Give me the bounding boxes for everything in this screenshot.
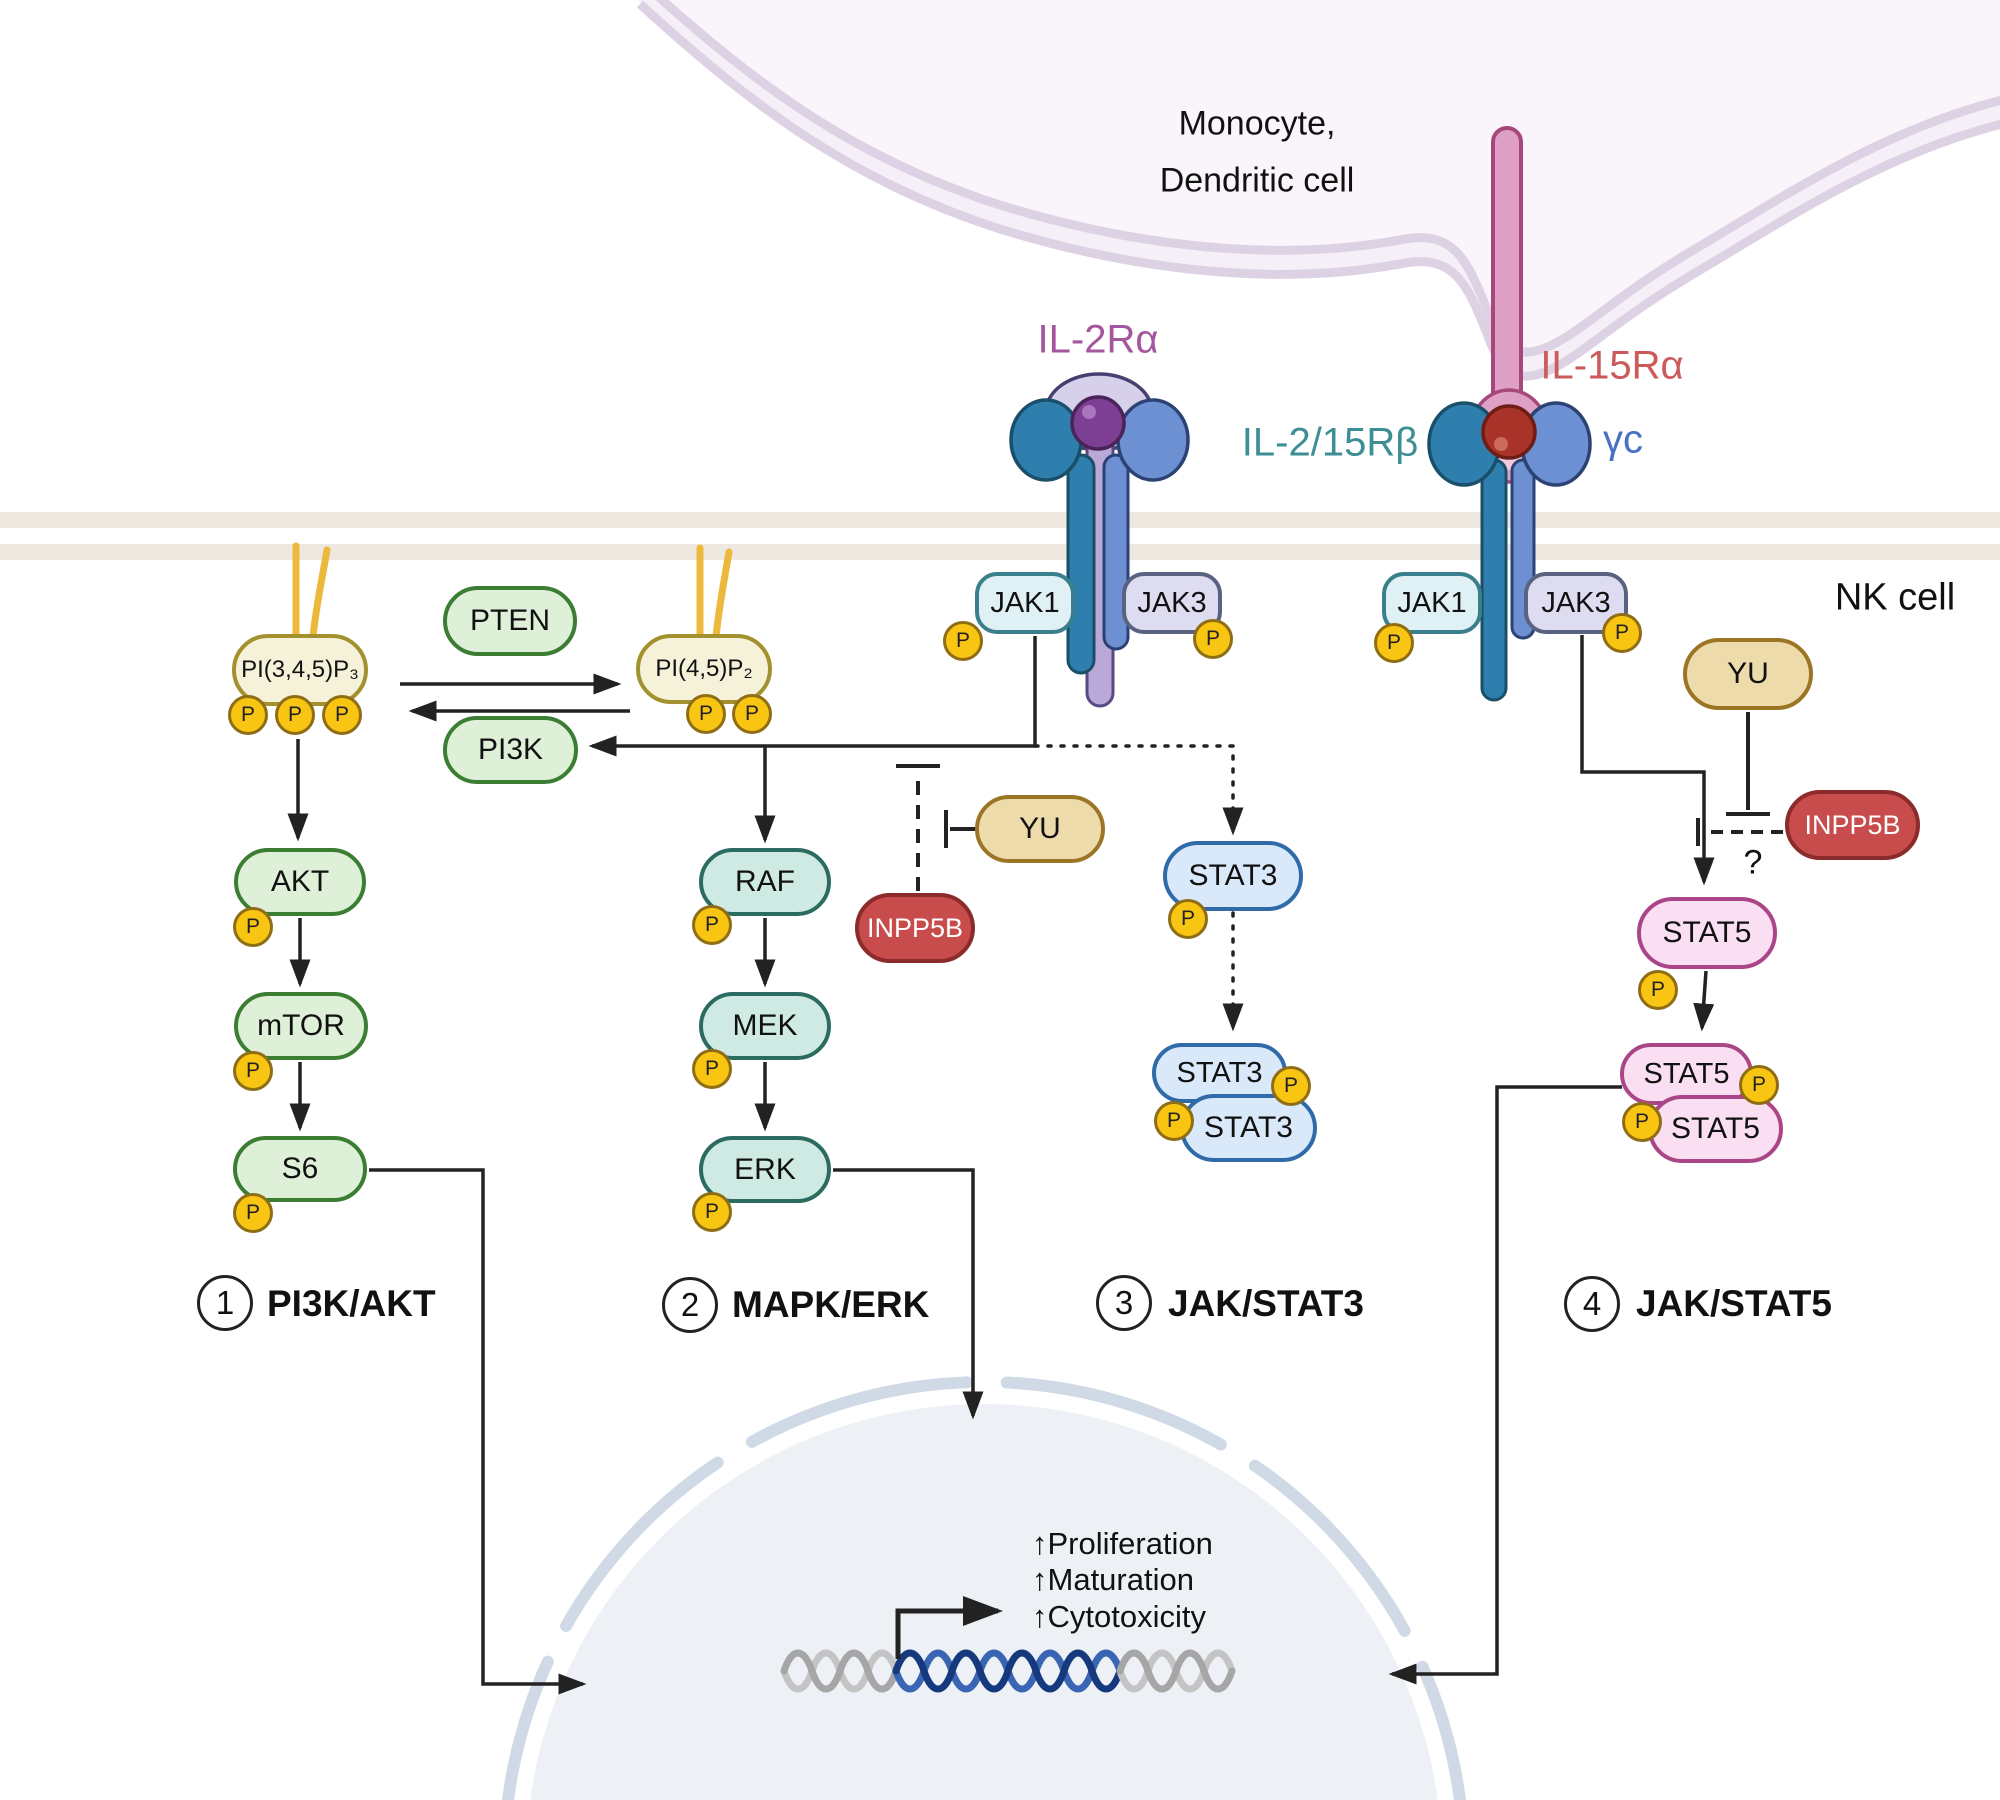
phosphate-badge: P [233,1051,273,1091]
phosphate-badge: P [692,1192,732,1232]
outcome-proliferation: ↑Proliferation [1032,1526,1213,1561]
il2ra-label: IL-2Rα [1037,317,1159,362]
pathway-1-badge: 1 [197,1275,253,1331]
phosphate-badge: P [1168,899,1208,939]
il2-receptor [1009,372,1190,708]
phosphate-badge: P [1602,613,1642,653]
inhibition-connectors [896,712,1783,891]
phosphate-badge: P [233,1193,273,1233]
phosphate-badge: P [233,907,273,947]
inpp5b-mid-node: INPP5B [855,893,975,963]
mtor-node: mTOR [234,992,368,1060]
gamma-chain-lobe [1116,398,1190,482]
pip2-node: PI(4,5)P₂ [636,634,772,704]
lipid-tails [292,542,733,641]
pten-node: PTEN [443,586,577,656]
phosphate-badge: P [275,695,315,735]
yu-right-node: YU [1683,638,1813,710]
transcription-arrow [895,1596,1003,1659]
s6-to-nucleus-arrow [369,1168,587,1695]
il15ra-stalk [1491,126,1523,420]
monocyte-label-line1: Monocyte, [1178,104,1336,143]
beta-chain-stalk [1480,458,1508,702]
il215rb-label: IL-2/15Rβ [1241,420,1419,465]
erk-node: ERK [699,1136,831,1203]
stat5-dimer-bottom: STAT5 [1648,1095,1783,1163]
phosphate-badge: P [692,1049,732,1089]
jak3-to-stat5-arrow [1580,635,1715,886]
akt-node: AKT [234,848,366,916]
phosphate-badge: P [1638,970,1678,1010]
pathway-4-name: JAK/STAT5 [1636,1283,1832,1324]
il15-ligand [1481,404,1537,460]
s6-node: S6 [233,1136,367,1202]
yu-mid-node: YU [975,795,1105,863]
uncertainty-question-mark: ? [1743,843,1763,882]
phosphate-badge: P [686,694,726,734]
nk-cell-membrane [0,512,2000,560]
raf-node: RAF [699,848,831,916]
phosphate-badge: P [1739,1065,1779,1105]
gc-label: γc [1603,417,1643,462]
il15ra-label: IL-15Rα [1540,343,1684,388]
dna-helix [780,1649,1236,1693]
beta-chain-lobe [1009,398,1083,482]
stat5-to-nucleus-arrow [1388,1085,1622,1685]
phosphate-badge: P [1622,1102,1662,1142]
jak1-left-box: JAK1 [975,572,1075,634]
pathway-4-badge: 4 [1564,1276,1620,1332]
il2-ligand [1070,395,1126,451]
phosphate-badge: P [732,694,772,734]
phosphate-badge: P [1271,1066,1311,1106]
pathway-2-badge: 2 [662,1277,718,1333]
pathway-3-badge: 3 [1096,1275,1152,1331]
jak-to-stat3-dotted-arrow [1033,744,1244,836]
monocyte-label-line2: Dendritic cell [1159,161,1355,200]
phosphate-badge: P [1193,619,1233,659]
signal-arrows [287,635,1715,1695]
erk-to-nucleus-arrow [833,1168,984,1420]
beta-chain-stalk [1066,453,1096,675]
nucleus-envelope [498,1376,1470,1800]
pathway-3-name: JAK/STAT3 [1168,1283,1364,1324]
monocyte-cell-membrane [640,0,2000,376]
phosphate-badge: P [322,695,362,735]
stat5-dimerization-arrow [1693,970,1715,1032]
stat5-node: STAT5 [1637,897,1777,969]
phosphate-badge: P [943,621,983,661]
phosphate-badge: P [228,695,268,735]
nucleus [498,1376,1470,1800]
il15-receptor [1427,126,1592,702]
mek-node: MEK [699,992,831,1060]
pathway-1-name: PI3K/AKT [267,1283,436,1324]
phosphate-badge: P [1374,623,1414,663]
pathway-2-name: MAPK/ERK [732,1284,930,1325]
pi3k-node: PI3K [443,716,578,784]
outcome-maturation: ↑Maturation [1032,1562,1194,1597]
stat3-node: STAT3 [1163,841,1303,911]
stat3-dimer-bottom: STAT3 [1180,1094,1317,1162]
outcome-cytotoxicity: ↑Cytotoxicity [1032,1599,1206,1634]
stat5-dimer-top: STAT5 [1620,1043,1753,1105]
phosphate-badge: P [1154,1101,1194,1141]
nk-cell-label: NK cell [1834,576,1956,619]
jak3-left-box: JAK3 [1122,572,1222,634]
phosphate-badge: P [692,905,732,945]
inpp5b-right-node: INPP5B [1785,790,1920,860]
